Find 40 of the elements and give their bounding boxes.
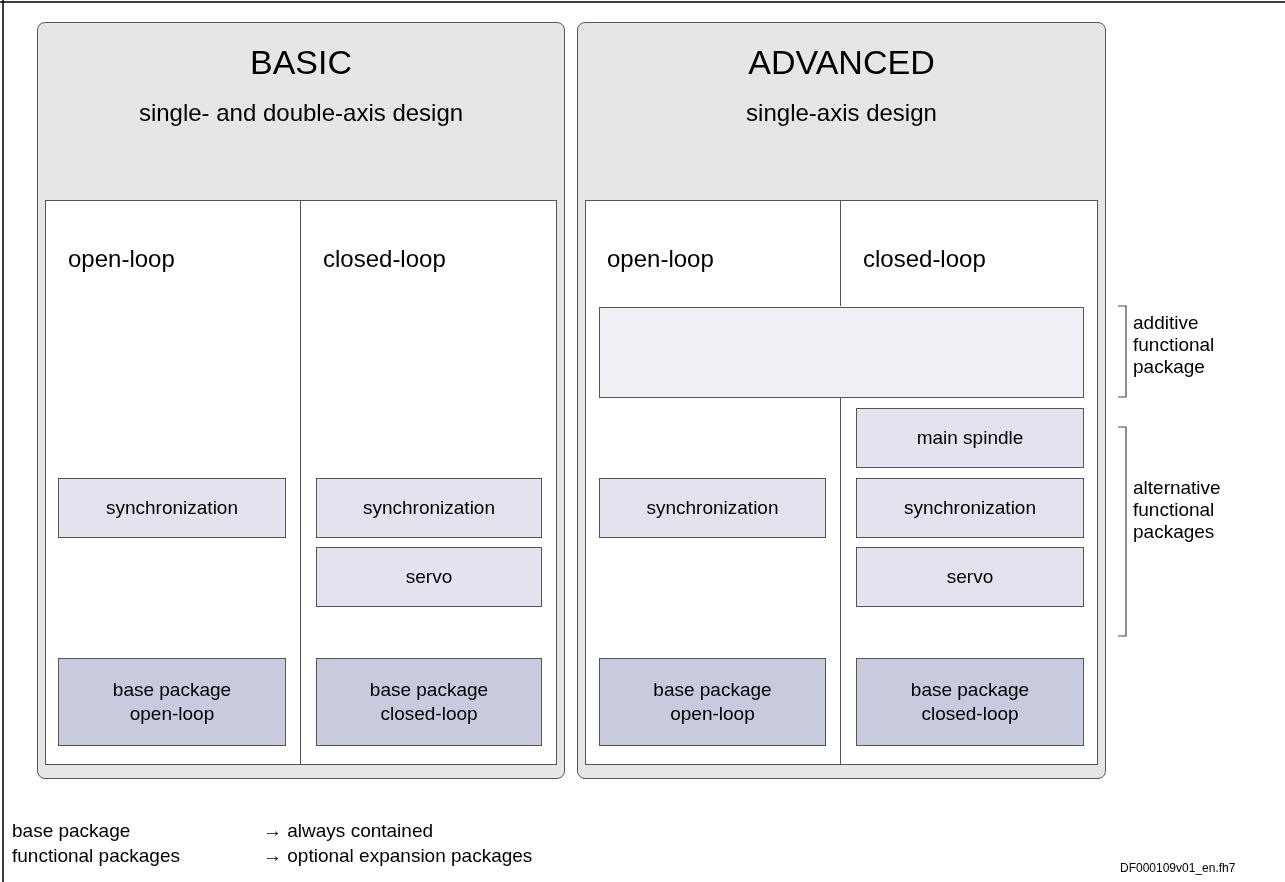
column-heading: open-loop — [68, 245, 175, 273]
package-box — [856, 408, 1084, 468]
package-name: base package closed-loop — [909, 678, 1031, 726]
panel-title: ADVANCED — [747, 43, 936, 82]
package-name: servo — [405, 565, 453, 589]
base-package-box — [316, 658, 542, 746]
legend-term: functional packages — [12, 845, 180, 867]
product-panel — [37, 22, 565, 779]
panel-title: BASIC — [248, 43, 353, 82]
base-package-box — [58, 658, 286, 746]
column-heading: closed-loop — [323, 245, 446, 273]
base-package-box — [856, 658, 1084, 746]
bracket-label: additive functional package — [1133, 312, 1216, 378]
package-name: servo — [946, 565, 994, 589]
column-heading: open-loop — [607, 245, 714, 273]
file-reference: DF000109v01_en.fh7 — [1120, 860, 1236, 877]
legend-description: → optional expansion packages — [263, 845, 533, 867]
package-box — [316, 478, 542, 538]
package-box — [599, 478, 826, 538]
package-name: synchronization — [106, 496, 238, 520]
panel-subtitle: single- and double-axis design — [137, 99, 465, 127]
legend-term: base package — [12, 820, 131, 842]
package-box — [316, 547, 542, 607]
package-name: main spindle — [916, 426, 1024, 450]
package-name: base package open-loop — [111, 678, 233, 726]
package-name: synchronization — [646, 496, 779, 520]
package-box — [856, 547, 1084, 607]
base-package-box — [599, 658, 826, 746]
product-panel — [577, 22, 1106, 779]
bracket-label: alternative functional packages — [1133, 477, 1222, 543]
legend-description: → always contained — [263, 820, 434, 842]
package-name: base package open-loop — [652, 678, 773, 726]
package-box — [856, 478, 1084, 538]
package-name: synchronization — [904, 496, 1036, 520]
package-name: synchronization — [363, 496, 495, 520]
package-name: base package closed-loop — [368, 678, 490, 726]
package-box — [58, 478, 286, 538]
package-box — [599, 307, 1084, 398]
column-heading: closed-loop — [863, 245, 986, 273]
panel-subtitle: single-axis design — [745, 99, 938, 127]
